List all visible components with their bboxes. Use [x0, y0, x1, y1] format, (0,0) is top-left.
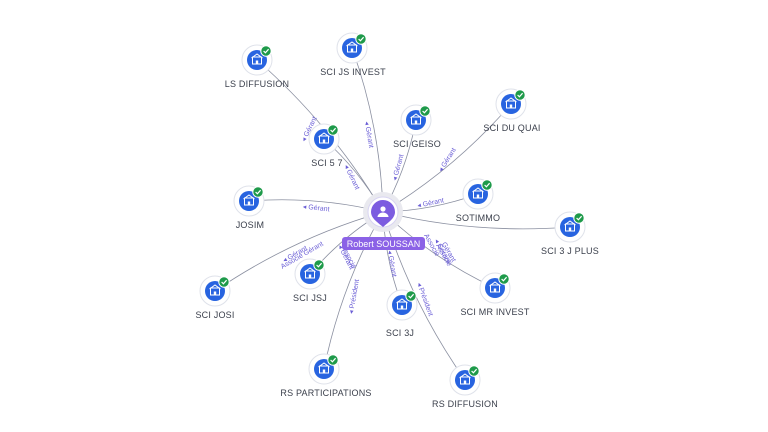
node-label-sotimmo: SOTIMMO	[456, 213, 500, 223]
edge-label-sci-3j: ◂ Gérant	[386, 250, 398, 278]
company-node-sci-mr-invest[interactable]: SCI MR INVEST	[460, 272, 530, 317]
building-icon	[251, 53, 263, 65]
edge-label-rs-participations: ◂ Président	[348, 279, 361, 315]
building-icon	[472, 187, 484, 199]
node-label-sci-josi: SCI JOSI	[195, 310, 234, 320]
node-label-sci-geiso: SCI GEISO	[393, 139, 441, 149]
company-node-sci-geiso[interactable]: SCI GEISO	[393, 104, 441, 149]
center-person-node[interactable]: Robert SOUSSAN	[342, 192, 425, 250]
node-label-sci-3-j-plus: SCI 3 J PLUS	[541, 246, 599, 256]
check-badge-icon	[327, 354, 339, 366]
person-icon	[377, 206, 389, 217]
company-node-sci-3-j-plus[interactable]: SCI 3 J PLUS	[541, 211, 599, 256]
edge-label-rs-diffusion: ◂ Président	[415, 282, 434, 317]
check-badge-icon	[573, 212, 585, 224]
company-node-ls-diffusion[interactable]: LS DIFFUSION	[225, 44, 289, 89]
building-icon	[346, 41, 358, 53]
check-badge-icon	[405, 290, 417, 302]
building-icon	[505, 97, 517, 109]
building-icon	[410, 113, 422, 125]
company-node-rs-participations[interactable]: RS PARTICIPATIONS	[280, 353, 371, 398]
edge-label-sotimmo: ◂ Gérant	[417, 197, 445, 209]
company-node-sci-3j[interactable]: SCI 3J	[386, 289, 418, 338]
nodes-layer: LS DIFFUSION SCI JS INVEST SCI 5 7 SCI GEIS…	[195, 32, 599, 409]
edge-rs-participations	[323, 211, 384, 370]
company-node-sci-du-quai[interactable]: SCI DU QUAI	[483, 88, 540, 133]
edge-sci-3-j-plus	[382, 211, 571, 230]
check-badge-icon	[327, 124, 339, 136]
company-node-sci-jsj[interactable]: SCI JSJ	[293, 258, 327, 303]
center-name-label: Robert SOUSSAN	[347, 239, 421, 249]
building-icon	[209, 284, 221, 296]
node-label-josim: JOSIM	[236, 220, 265, 230]
building-icon	[396, 298, 408, 310]
building-icon	[489, 281, 501, 293]
company-node-rs-diffusion[interactable]: RS DIFFUSION	[432, 364, 498, 409]
company-node-sci-josi[interactable]: SCI JOSI	[195, 275, 234, 320]
check-badge-icon	[468, 365, 480, 377]
check-badge-icon	[419, 105, 431, 117]
building-icon	[564, 220, 576, 232]
building-icon	[304, 267, 316, 279]
building-icon	[243, 194, 255, 206]
node-label-rs-participations: RS PARTICIPATIONS	[280, 388, 371, 398]
company-node-josim[interactable]: JOSIM	[233, 185, 265, 230]
check-badge-icon	[260, 45, 272, 57]
node-label-ls-diffusion: LS DIFFUSION	[225, 79, 289, 89]
check-badge-icon	[313, 259, 325, 271]
company-node-sotimmo[interactable]: SOTIMMO	[456, 178, 500, 223]
check-badge-icon	[355, 33, 367, 45]
check-badge-icon	[514, 89, 526, 101]
node-label-sci-du-quai: SCI DU QUAI	[483, 123, 540, 133]
node-label-rs-diffusion: RS DIFFUSION	[432, 399, 498, 409]
node-label-sci-5-7: SCI 5 7	[311, 158, 342, 168]
edge-sci-josi	[214, 211, 384, 292]
edge-label-sci-5-7: ◂ Gérant	[342, 164, 360, 191]
company-node-sci-js-invest[interactable]: SCI JS INVEST	[320, 32, 386, 77]
building-icon	[318, 362, 330, 374]
edge-label-josim: ◂ Gérant	[302, 204, 329, 214]
check-badge-icon	[218, 276, 230, 288]
center-name-pill	[342, 237, 425, 250]
edge-label-sci-js-invest: ◂ Gérant	[363, 121, 375, 149]
check-badge-icon	[481, 179, 493, 191]
edge-rs-diffusion	[382, 211, 466, 381]
node-label-sci-jsj: SCI JSJ	[293, 293, 327, 303]
company-node-sci-5-7[interactable]: SCI 5 7	[308, 123, 343, 168]
check-badge-icon	[252, 186, 264, 198]
building-icon	[459, 373, 471, 385]
check-badge-icon	[498, 273, 510, 285]
node-label-sci-js-invest: SCI JS INVEST	[320, 67, 386, 77]
node-label-sci-mr-invest: SCI MR INVEST	[460, 307, 529, 317]
building-icon	[318, 132, 330, 144]
node-label-sci-3j: SCI 3J	[386, 328, 414, 338]
